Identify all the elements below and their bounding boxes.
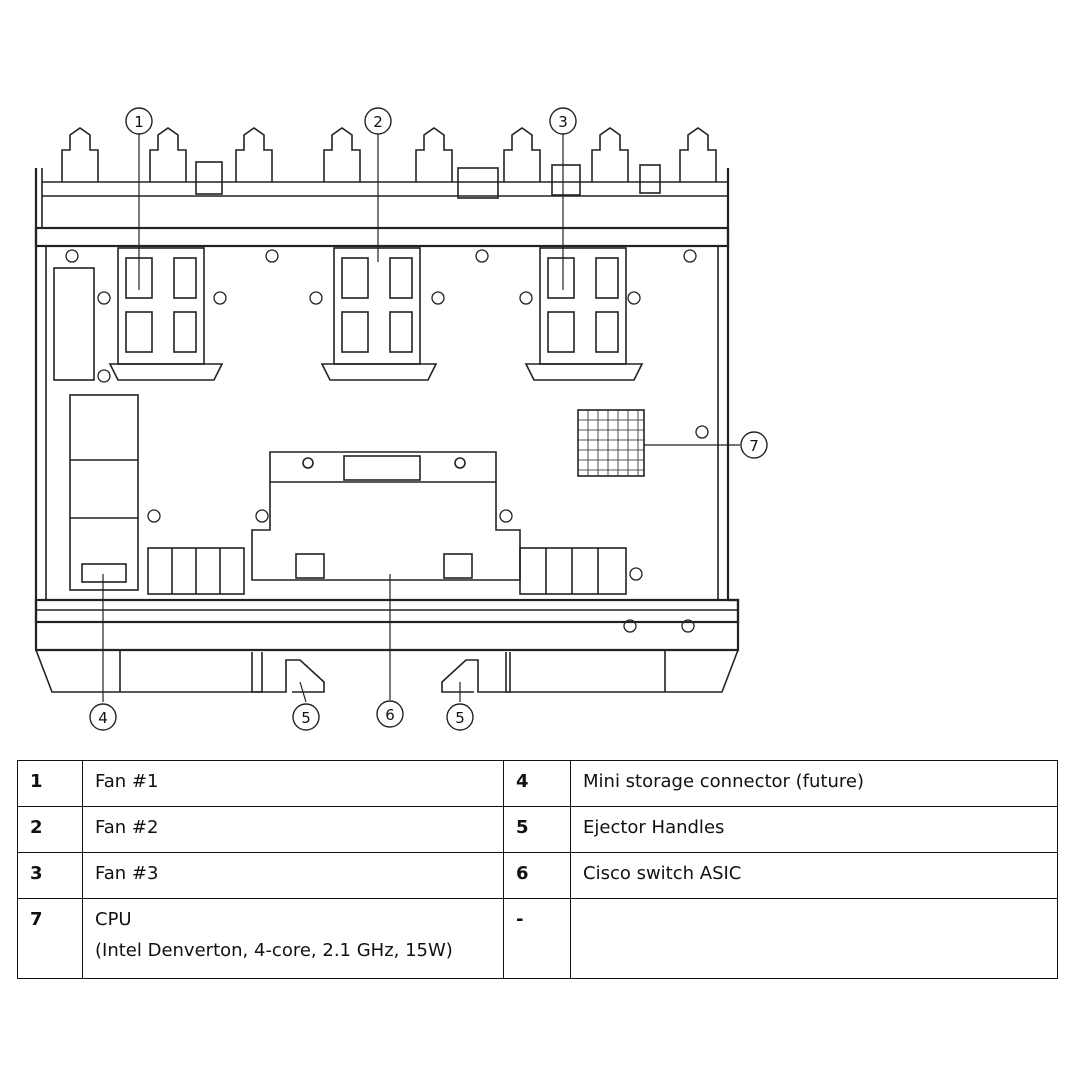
callout-5-right: [446, 703, 474, 731]
left-vent: [53, 267, 139, 591]
legend-number: 2: [17, 806, 83, 853]
legend-row: 2 Fan #2 5 Ejector Handles: [17, 806, 1058, 853]
callout-6: [376, 700, 404, 728]
callout-7-label: 7: [749, 437, 759, 455]
chassis-body: [34, 168, 740, 693]
screws: [65, 249, 709, 633]
callout-3-label: 3: [558, 113, 568, 131]
legend-number: 7: [17, 898, 83, 979]
legend-description: Cisco switch ASIC: [570, 852, 1058, 899]
line-card-diagram: 1 2 3 4 5 6 5 7: [34, 107, 768, 731]
legend-description-cpu: CPU (Intel Denverton, 4-core, 2.1 GHz, 1…: [82, 898, 504, 979]
legend-description-detail: (Intel Denverton, 4-core, 2.1 GHz, 15W): [95, 940, 453, 961]
legend-number: 4: [503, 760, 571, 807]
fan-3-module: [524, 247, 644, 381]
callout-4: [89, 703, 117, 731]
legend-number: -: [503, 898, 571, 979]
legend-description: Fan #2: [82, 806, 504, 853]
callout-2: [364, 107, 392, 135]
callout-5-left-label: 5: [301, 709, 311, 727]
legend-number: 5: [503, 806, 571, 853]
legend-number: 6: [503, 852, 571, 899]
legend-description: Ejector Handles: [570, 806, 1058, 853]
fan-1-module: [108, 247, 224, 381]
legend-row: 3 Fan #3 6 Cisco switch ASIC: [17, 852, 1058, 899]
legend-description: Fan #1: [82, 760, 504, 807]
legend-row: 7 CPU (Intel Denverton, 4-core, 2.1 GHz,…: [17, 898, 1058, 979]
callout-5-left: [292, 703, 320, 731]
callout-5-right-label: 5: [455, 709, 465, 727]
callout-6-label: 6: [385, 706, 395, 724]
callout-7: [740, 431, 768, 459]
legend-number: 3: [17, 852, 83, 899]
legend-description: Fan #3: [82, 852, 504, 899]
top-rail: [34, 168, 730, 248]
fan-2-module: [320, 247, 438, 381]
legend-number: 1: [17, 760, 83, 807]
leader-lines: [102, 134, 740, 703]
ejector-handle-right: [441, 652, 511, 693]
legend-description: [570, 898, 1058, 979]
callout-1-label: 1: [134, 113, 144, 131]
legend-description: Mini storage connector (future): [570, 760, 1058, 807]
cpu-chip: [577, 409, 645, 477]
ejector-handle-left: [251, 652, 325, 693]
callout-4-label: 4: [98, 709, 108, 727]
callout-3: [549, 107, 577, 135]
callout-2-label: 2: [373, 113, 383, 131]
top-connector-latches: [61, 127, 717, 199]
legend-description: CPU: [95, 909, 132, 930]
legend-row: 1 Fan #1 4 Mini storage connector (futur…: [17, 760, 1058, 807]
callout-1: [125, 107, 153, 135]
legend-table: 1 Fan #1 4 Mini storage connector (futur…: [17, 760, 1058, 979]
bottom-connectors: [147, 547, 627, 595]
switch-asic: [251, 451, 521, 581]
